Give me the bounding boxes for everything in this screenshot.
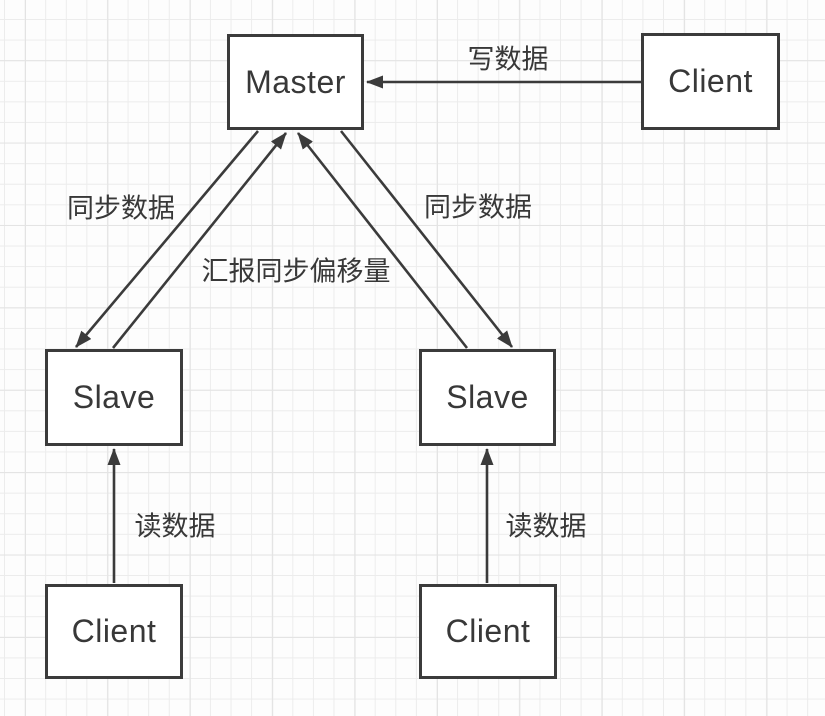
node-client-bottom-left-label: Client (71, 613, 157, 649)
report-offset-right-arrow (296, 132, 469, 349)
sync-data-left-arrow (75, 130, 259, 348)
node-client-bottom-left: Client (45, 584, 183, 679)
node-slave-left: Slave (45, 349, 183, 446)
node-master: Master (227, 34, 364, 130)
node-slave-left-label: Slave (72, 379, 156, 415)
sync-data-right-arrow (339, 130, 514, 348)
node-master-label: Master (245, 63, 346, 100)
edge-label-read-data-right: 读数据 (505, 511, 587, 542)
node-client-top-label: Client (668, 63, 753, 99)
edge-label-sync-data-right: 同步数据 (424, 192, 532, 223)
report-offset-left-arrow (111, 132, 288, 349)
node-client-top: Client (641, 33, 780, 130)
node-client-bottom-right: Client (419, 584, 557, 679)
edge-label-sync-data-left: 同步数据 (67, 193, 175, 224)
node-slave-right-label: Slave (446, 379, 529, 415)
edge-label-report-offset: 汇报同步偏移量 (201, 256, 391, 287)
node-client-bottom-right-label: Client (445, 613, 531, 649)
edge-label-write-data: 写数据 (467, 44, 549, 75)
node-slave-right: Slave (419, 349, 556, 446)
edge-label-read-data-left: 读数据 (134, 511, 216, 542)
